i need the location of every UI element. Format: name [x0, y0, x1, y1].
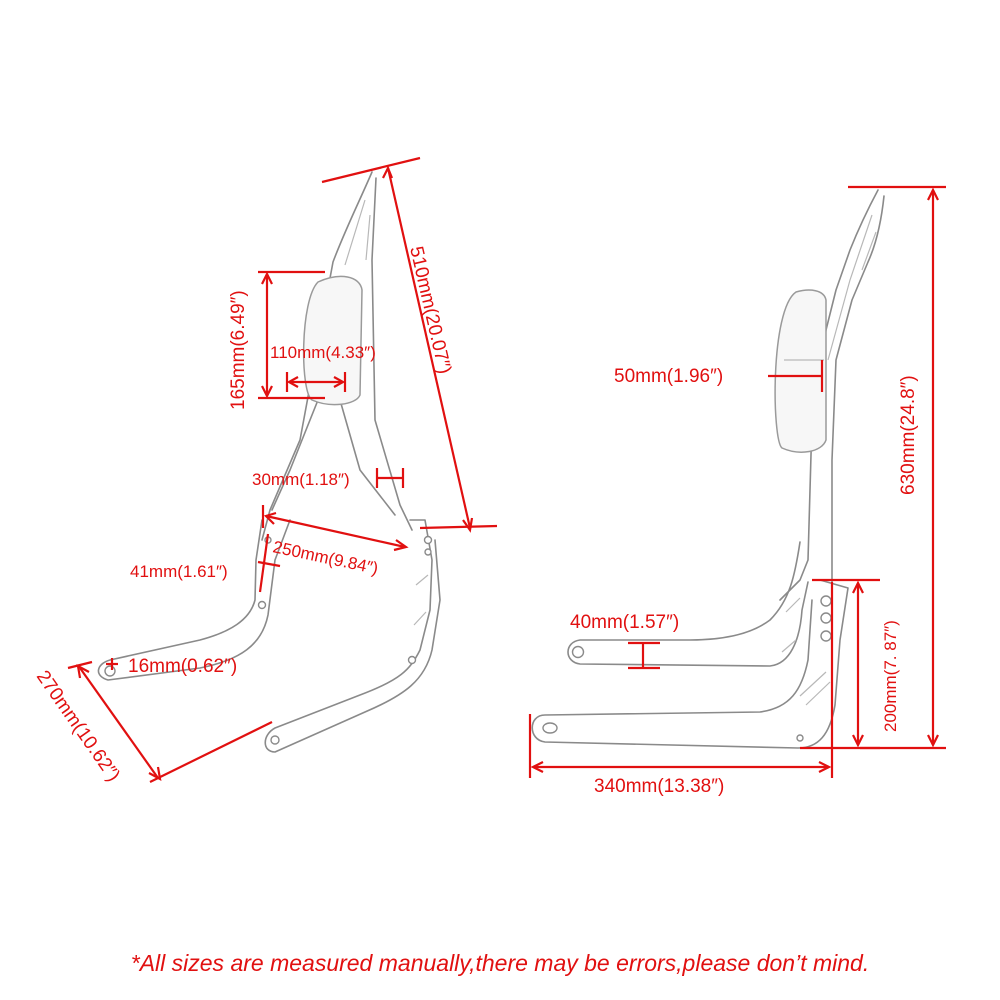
- right-view-backrest: [531, 189, 885, 749]
- measurement-disclaimer: *All sizes are measured manually,there m…: [130, 950, 870, 976]
- dim-label-arm-width: 40mm(1.57″): [570, 612, 679, 633]
- right-view-dimensions: [528, 185, 946, 778]
- left-back-pad: [302, 275, 363, 406]
- dim-label-arm-length-right: 340mm(13.38″): [594, 776, 724, 797]
- dim-label-span-width: 250mm(9.84″): [271, 537, 380, 578]
- left-arm-hole: [104, 665, 116, 677]
- left-view-dimensions: [67, 156, 498, 783]
- dim-label-hole-diameter: 16mm(0.62″): [128, 656, 237, 677]
- dim-label-overall-length: 510mm(20.07″): [405, 244, 455, 376]
- dim-label-pad-width: 110mm(4.33″): [270, 343, 376, 362]
- dim-label-overall-height: 630mm(24.8″): [898, 375, 919, 495]
- dim-label-upright-width: 30mm(1.18″): [252, 470, 350, 489]
- dim-label-pad-height: 165mm(6.49″): [228, 290, 249, 410]
- right-back-pad: [774, 289, 827, 453]
- left-view-backrest: [97, 171, 441, 753]
- right-upper-arm-hole: [571, 645, 585, 659]
- dim-label-arm-length-left: 270mm(10.62″): [32, 667, 124, 786]
- dim-label-pad-thickness: 50mm(1.96″): [614, 366, 723, 387]
- dim-label-bracket-height: 200mm(7. 87″): [881, 620, 900, 732]
- dim-label-bracket-width: 41mm(1.61″): [130, 562, 228, 581]
